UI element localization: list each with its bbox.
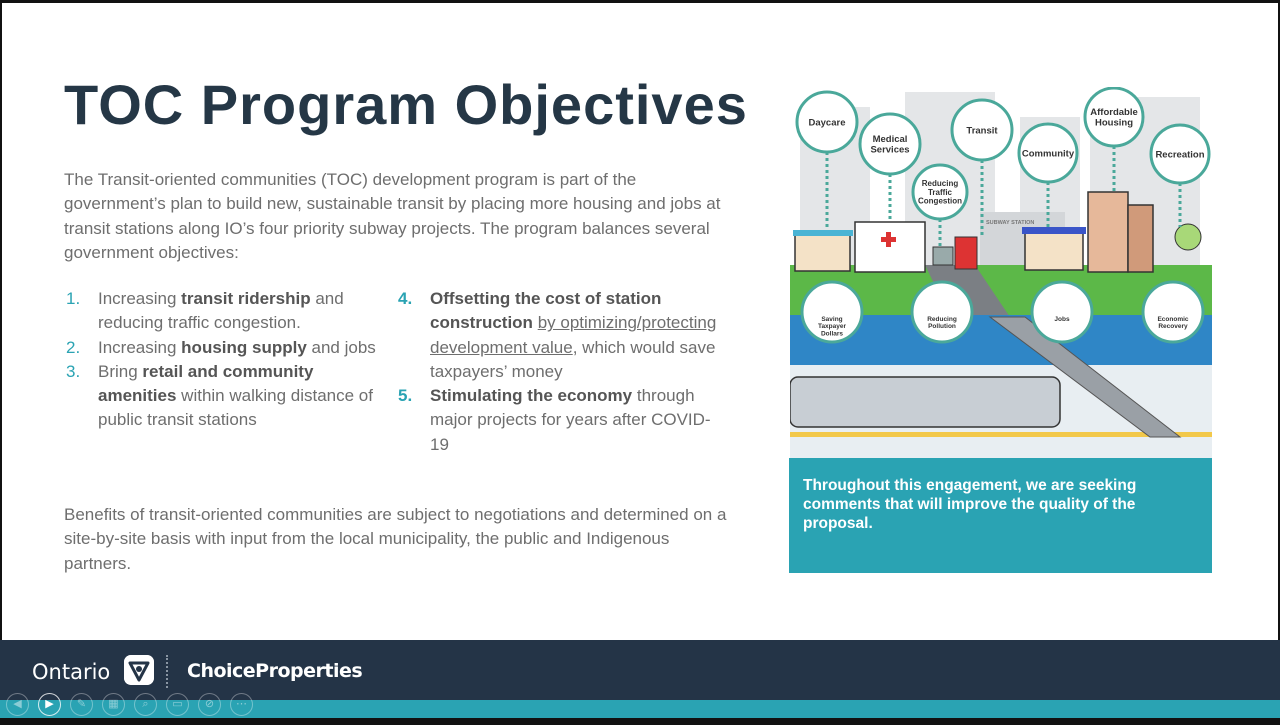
logo-divider <box>166 655 168 688</box>
video-off-icon[interactable]: ⊘ <box>198 693 221 716</box>
bubble-label: Jobs <box>1054 316 1070 323</box>
bubble-circle <box>795 90 859 154</box>
teal-bar <box>0 700 1280 718</box>
trillium-icon <box>124 655 154 685</box>
bubble-circle <box>1141 280 1205 344</box>
text: and jobs <box>306 337 376 357</box>
bubble-label: Recreation <box>1155 149 1204 160</box>
objective-item: 4. Offsetting the cost of station constru… <box>398 287 728 384</box>
objectives-col-2: 4. Offsetting the cost of station constru… <box>398 287 728 457</box>
top-bubble: Daycare <box>795 90 859 227</box>
bubble-label: Daycare <box>809 117 846 128</box>
bubble-circle <box>910 280 974 344</box>
objective-item: 3. Bring retail and community amenities w… <box>66 360 386 433</box>
pen-icon[interactable]: ✎ <box>70 693 93 716</box>
subtitles-icon[interactable]: ▭ <box>166 693 189 716</box>
list-number: 3. <box>66 361 81 381</box>
bubble-circle <box>950 98 1014 162</box>
text: Increasing <box>98 289 182 308</box>
bubble-label: Transit <box>966 125 998 136</box>
bubble-circle <box>858 112 922 176</box>
objective-item: 2. Increasing housing supply and jobs <box>66 336 386 360</box>
more-options-button[interactable]: ⋯ <box>230 693 253 716</box>
bubble-circle <box>1017 122 1079 184</box>
presentation-controls: ◀ ▶ ✎ ▦ ⌕ ▭ ⊘ ⋯ <box>6 693 253 716</box>
text: Increasing <box>98 337 182 357</box>
intro-text: The Transit-oriented communities (TOC) d… <box>64 170 721 262</box>
top-bubble: Transit <box>950 98 1014 235</box>
text: Bring <box>98 361 143 381</box>
text: through major projects for years after C… <box>430 386 711 454</box>
objectives-col-1: 1. Increasing transit ridership and reduc… <box>66 287 386 433</box>
bold-text: housing supply <box>181 337 307 357</box>
benefits-text: Benefits of transit-oriented communities… <box>64 505 727 573</box>
callout-box: Throughout this engagement, we are seeki… <box>789 458 1212 573</box>
underlined-text: by optimizing/protecting development val… <box>430 313 717 357</box>
zoom-icon[interactable]: ⌕ <box>134 693 157 716</box>
list-number: 4. <box>398 289 413 308</box>
bubble-circle <box>1149 123 1211 185</box>
bubble-circle <box>1030 280 1094 344</box>
choice-properties-logo: ChoiceProperties <box>187 660 363 682</box>
bold-text: retail and community amenities <box>98 361 314 406</box>
bold-text: transit ridership <box>181 289 311 308</box>
list-number: 5. <box>398 386 413 406</box>
station-sign: SUBWAY STATION <box>986 220 1034 226</box>
next-slide-button[interactable]: ▶ <box>38 693 61 716</box>
objective-item: 5. Stimulating the economy through major … <box>398 384 728 457</box>
page-title: TOC Program Objectives <box>64 73 748 136</box>
footer-bar <box>0 640 1280 702</box>
top-bubble: Community <box>1017 122 1079 227</box>
bubble-circle <box>1083 87 1145 148</box>
bold-text: Offsetting the cost of station construct… <box>430 289 662 333</box>
slides-grid-icon[interactable]: ▦ <box>102 693 125 716</box>
text: , which would save taxpayers’ money <box>430 337 716 381</box>
top-bubble: Recreation <box>1149 123 1211 227</box>
bubble-circle <box>800 280 864 344</box>
list-number: 1. <box>66 289 81 308</box>
bubble-circle <box>911 163 969 221</box>
list-number: 2. <box>66 337 81 357</box>
ontario-logo: Ontario <box>32 660 111 684</box>
text: within walking distance of public transi… <box>98 386 373 430</box>
bold-text: Stimulating the economy <box>430 386 633 406</box>
objective-item: 1. Increasing transit ridership and reduc… <box>66 287 386 336</box>
bubble-label: Community <box>1022 148 1075 159</box>
text: and reducing traffic congestion. <box>98 289 344 333</box>
previous-slide-button[interactable]: ◀ <box>6 693 29 716</box>
buildings <box>793 191 1202 273</box>
bottom-bubble: Jobs <box>1030 280 1094 344</box>
